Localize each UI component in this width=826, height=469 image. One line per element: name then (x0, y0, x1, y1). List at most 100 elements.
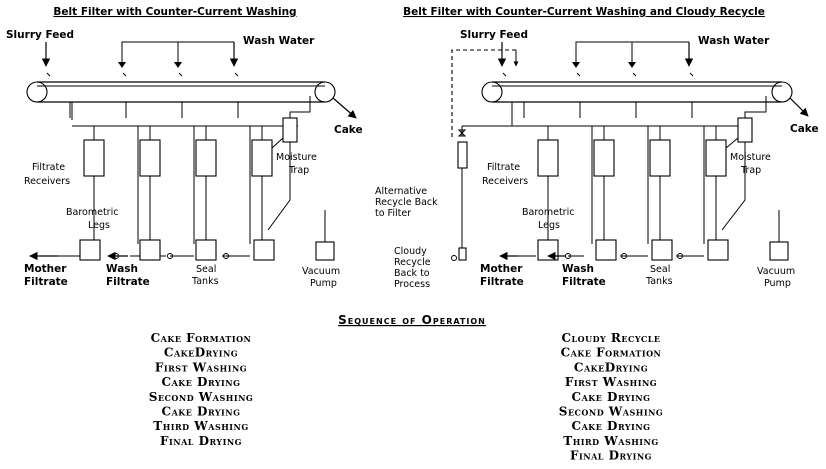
left-seal-tanks-label-1: Seal (196, 264, 216, 275)
sequence-step: CakeDrying (574, 360, 648, 374)
right-barometric-legs-label-1: Barometric (522, 207, 574, 218)
right-seal-tank (707, 239, 729, 261)
right-filtrate-receivers-label-2: Receivers (482, 176, 528, 187)
left-seal-tanks-label-2: Tanks (191, 276, 219, 287)
left-slurry-feed-label: Slurry Feed (6, 29, 74, 41)
right-trap-connector (725, 137, 739, 149)
left-mother-filtrate-label-1: Mother (24, 263, 67, 275)
right-slurry-feed-label: Slurry Feed (460, 29, 528, 41)
right-cloudy-recycle-label-4: Process (394, 279, 430, 290)
sequence-step: Cake Formation (151, 331, 252, 345)
right-belt-roller (481, 81, 503, 103)
right-vacuum-pump (769, 241, 789, 261)
left-diagram: Belt Filter with Counter-Current Washing… (6, 6, 363, 289)
left-vacuum-boxes (69, 102, 298, 244)
left-cake-arrow (332, 97, 357, 119)
right-spray-marks (502, 72, 694, 77)
sequence-step: Second Washing (559, 405, 663, 419)
left-moisture-trap-label-2: Trap (288, 165, 309, 176)
left-wash-arrowhead-2 (174, 62, 182, 68)
right-wash-water-label: Wash Water (698, 35, 770, 47)
sequence-section: Sequence of Operation Cake FormationCake… (149, 313, 663, 463)
left-filtrate-receivers-label-1: Filtrate (32, 162, 65, 173)
right-alt-recycle-dashed-line (451, 49, 516, 140)
right-barometric-legs-label-2: Legs (538, 220, 560, 231)
sequence-step: First Washing (565, 375, 657, 389)
sequence-step: Cloudy Recycle (561, 331, 660, 345)
left-belt-roller (26, 81, 48, 103)
left-seal-tank (139, 239, 161, 261)
left-vacuum-pump-label-2: Pump (310, 278, 337, 289)
left-belt-roller (314, 81, 336, 103)
sequence-step: Third Washing (563, 434, 658, 448)
left-mother-filtrate-label-2: Filtrate (24, 276, 68, 288)
right-diagram-title: Belt Filter with Counter-Current Washing… (403, 6, 765, 18)
right-seal-tank (651, 239, 673, 261)
right-moisture-trap-label-1: Moisture (730, 152, 771, 163)
left-diagram-title: Belt Filter with Counter-Current Washing (53, 6, 296, 18)
right-seal-tanks-label-1: Seal (650, 264, 670, 275)
right-mother-filtrate-label-1: Mother (480, 263, 523, 275)
right-belt (481, 81, 793, 103)
right-seal-tank (595, 239, 617, 261)
right-moisture-trap-label-2: Trap (740, 165, 761, 176)
sequence-step: Cake Drying (162, 375, 241, 389)
sequence-step: Second Washing (149, 390, 253, 404)
right-wash-filtrate-label-1: Wash (562, 263, 594, 275)
right-cloudy-valve-2 (451, 255, 457, 261)
right-vacuum-pump-label-1: Vacuum (757, 266, 795, 277)
left-barometric-legs-label-1: Barometric (66, 207, 118, 218)
right-wash-line-1 (631, 41, 689, 66)
right-wash-arrowhead-2 (628, 62, 636, 68)
left-vacuum-pump-label-1: Vacuum (302, 266, 340, 277)
right-vacuum-boxes (461, 102, 752, 244)
right-moisture-trap (737, 117, 753, 143)
right-filtrate-receiver (593, 139, 615, 177)
left-filtrate-receiver (83, 139, 105, 177)
right-cloudy-valve (457, 129, 467, 137)
right-cake-label: Cake (790, 123, 819, 135)
sequence-step: Final Drying (160, 434, 242, 448)
right-alt-recycle-label-2: Recycle Back (375, 197, 438, 208)
sequence-step: Cake Formation (561, 346, 662, 360)
right-cloudy-receiver (457, 141, 468, 169)
right-cloudy-recycle-label-3: Back to (394, 268, 430, 279)
left-wash-water-label: Wash Water (243, 35, 315, 47)
right-filtrate-receiver (705, 139, 727, 177)
left-filtrate-receivers-label-2: Receivers (24, 176, 70, 187)
right-vacuum-pump-label-2: Pump (764, 278, 791, 289)
left-spray-marks (46, 72, 239, 77)
right-seal-tanks-label-2: Tanks (645, 276, 673, 287)
right-seal-tank (537, 239, 559, 261)
sequence-step: First Washing (155, 360, 247, 374)
left-seal-tank (253, 239, 275, 261)
right-cloudy-seal-tank (458, 247, 467, 261)
left-filtrate-receiver (251, 139, 273, 177)
right-mother-filtrate-label-2: Filtrate (480, 276, 524, 288)
right-belt-roller (771, 81, 793, 103)
left-filtrate-receiver (195, 139, 217, 177)
sequence-step: Third Washing (153, 419, 248, 433)
right-cake-arrow (789, 97, 809, 117)
left-wash-line-2 (121, 41, 178, 66)
left-barometric-legs-label-2: Legs (88, 220, 110, 231)
right-barometric-legs (516, 142, 746, 257)
right-filtrate-receivers-label-1: Filtrate (487, 162, 520, 173)
sequence-step: CakeDrying (164, 346, 238, 360)
left-trap-connector (271, 137, 284, 149)
right-filtrate-receiver (537, 139, 559, 177)
right-alt-recycle-label-1: Alternative (375, 186, 427, 197)
left-moisture-trap (282, 117, 298, 143)
sequence-step: Cake Drying (162, 405, 241, 419)
left-belt (26, 81, 336, 103)
left-moisture-trap-label-1: Moisture (276, 152, 317, 163)
right-wash-arrowhead-1 (572, 62, 580, 68)
left-wash-filtrate-label-2: Filtrate (106, 276, 150, 288)
right-trap-line (744, 96, 767, 118)
sequence-step: Cake Drying (572, 419, 651, 433)
left-cake-label: Cake (334, 124, 363, 136)
sequence-step: Cake Drying (572, 390, 651, 404)
